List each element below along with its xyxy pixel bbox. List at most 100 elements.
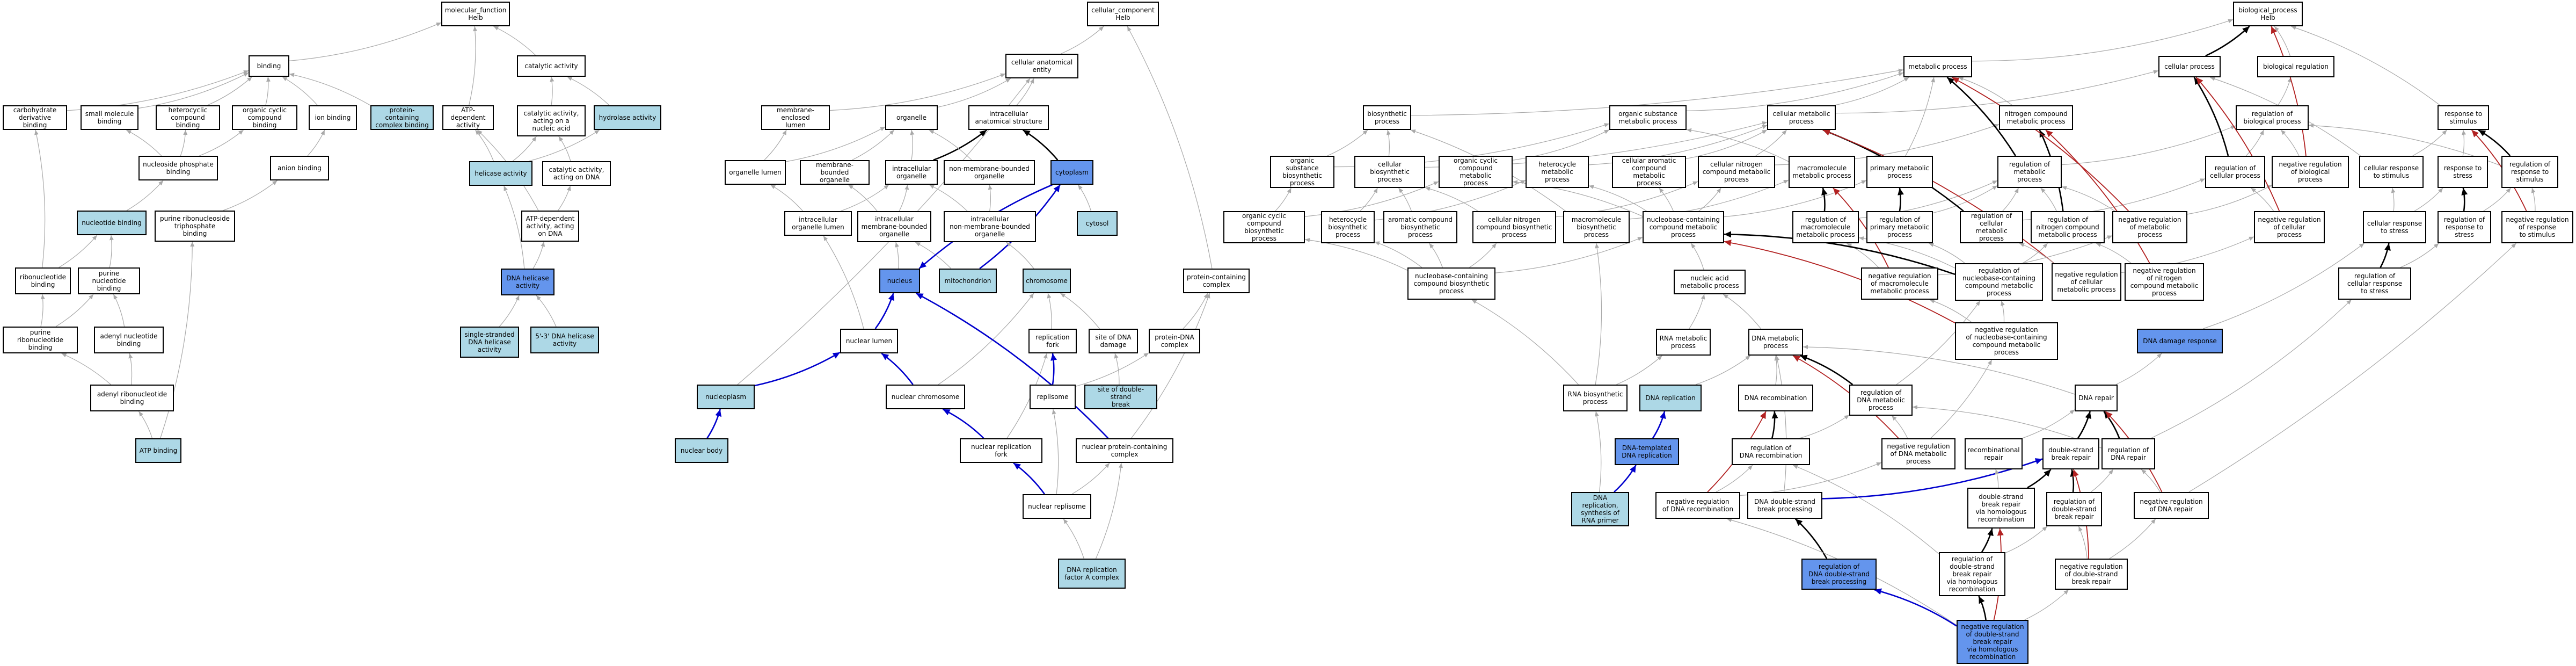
edge-intramem-to-membound bbox=[848, 184, 878, 212]
edge-nammp-to-nccmp bbox=[1690, 243, 1704, 270]
edge-regcrts-to-regrts bbox=[2400, 243, 2439, 268]
edge-nccmp-to-cncmp bbox=[1698, 187, 1721, 212]
edge-regnccmp-to-regncmp bbox=[2022, 243, 2048, 264]
edge-negnccmp-to-nccmp bbox=[1724, 240, 1955, 323]
edge-regmp-to-regbp bbox=[2061, 125, 2236, 165]
go-term-regmmp: regulation of macromolecule metabolic pr… bbox=[1792, 211, 1859, 243]
edge-nucleus-to-intramem bbox=[895, 242, 900, 269]
edge-mmp-to-osmp bbox=[1686, 128, 1789, 162]
go-term-drfa: DNA replication factor A complex bbox=[1058, 559, 1126, 589]
go-term-catnuc: catalytic activity, acting on a nucleic … bbox=[517, 105, 586, 136]
edge-intramem-to-intraorg bbox=[899, 184, 909, 212]
edge-purribo-to-purnuc bbox=[55, 294, 94, 327]
edge-dtdr-to-dnarepl bbox=[1652, 411, 1666, 439]
go-term-intramem: intracellular membrane-bounded organelle bbox=[857, 211, 931, 242]
edge-adenribo-to-adenyl bbox=[128, 353, 133, 385]
go-term-helic: helicase activity bbox=[469, 161, 532, 186]
edge-replisome-to-repfork bbox=[1050, 353, 1057, 385]
edge-regrts-to-regrs bbox=[2483, 187, 2511, 212]
go-term-dtdr: DNA-templated DNA replication bbox=[1615, 438, 1679, 465]
edge-nucphos-to-hetero bbox=[180, 129, 188, 156]
edge-nuclum-to-intralum bbox=[823, 235, 864, 329]
edge-negdsbr-to-regdsbr bbox=[2078, 526, 2088, 559]
go-term-cmp: cellular metabolic process bbox=[1767, 105, 1836, 130]
edge-crs-to-respstim bbox=[2412, 129, 2447, 156]
go-term-hmp: heterocycle metabolic process bbox=[1526, 156, 1589, 188]
edge-rnabp-to-nccbp bbox=[1471, 299, 1579, 385]
edge-ocbp-to-osbp bbox=[1275, 187, 1291, 212]
go-term-adenribo: adenyl ribonucleotide binding bbox=[90, 385, 174, 411]
edge-mito-to-intramem bbox=[915, 242, 952, 269]
edge-protcx-to-cc bbox=[1127, 26, 1213, 269]
edge-negdnarepair-to-regdnarepair bbox=[2141, 469, 2161, 493]
go-term-sitedam: site of DNA damage bbox=[1089, 329, 1138, 353]
edge-negdnarepair-to-negrs bbox=[2188, 243, 2516, 493]
edge-regcp-to-cellproc bbox=[2193, 77, 2229, 156]
go-term-regrts: regulation of response to stress bbox=[2438, 211, 2491, 243]
go-term-adenyl: adenyl nucleotide binding bbox=[94, 327, 164, 353]
edge-nccbp-to-acbp bbox=[1429, 243, 1443, 268]
edge-osbp-to-biosyn bbox=[1327, 129, 1368, 156]
edge-nucbody-to-nucleopl bbox=[706, 409, 722, 439]
go-term-nucrepl: nuclear replisome bbox=[1023, 494, 1091, 519]
go-term-biosyn: biosynthetic process bbox=[1363, 105, 1411, 130]
go-term-protdna: protein-DNA complex bbox=[1149, 329, 1200, 353]
edge-hetero-to-bind bbox=[207, 76, 252, 106]
go-term-rnamp: RNA metabolic process bbox=[1656, 329, 1711, 356]
edge-siteDSB-to-siteDam bbox=[1114, 353, 1120, 385]
edge-rnamp-to-nammp bbox=[1689, 294, 1705, 329]
edge-cncbp-to-cbp bbox=[1425, 186, 1478, 212]
edge-regmp-to-metab bbox=[1946, 77, 2016, 156]
edge-negdsbrhr-to-regdsbrhr bbox=[1978, 596, 1987, 620]
edge-atpb-to-purntp bbox=[160, 241, 195, 439]
edge-nccbp-to-hbp bbox=[1374, 241, 1422, 268]
go-term-regdsbp: regulation of DNA double-strand break pr… bbox=[1801, 559, 1877, 590]
edge-nuclum-to-nucleus bbox=[874, 293, 895, 329]
go-term-regmp: regulation of metabolic process bbox=[1997, 156, 2062, 188]
edge-negregdnamp-to-negnccmp bbox=[1930, 359, 1993, 439]
edge-orglum-to-memlum bbox=[764, 129, 787, 161]
go-term-mbp: macromolecule biosynthetic process bbox=[1563, 211, 1630, 243]
edge-negdsbrhr-to-regdsbp bbox=[1874, 588, 1957, 627]
go-term-camp: cellular aromatic compound metabolic pro… bbox=[1612, 156, 1686, 188]
go-term-ddr: DNA damage response bbox=[2137, 329, 2223, 353]
edge-regrs-to-respstim bbox=[2478, 129, 2511, 156]
edge-cyto-to-ias bbox=[1022, 129, 1059, 161]
edge-negncmp-to-ncmp bbox=[2045, 129, 2150, 264]
edge-repfork-to-chrom bbox=[1047, 293, 1052, 329]
go-term-cc: cellular_component Helb bbox=[1087, 2, 1159, 26]
edge-siteDam-to-chrom bbox=[1060, 293, 1100, 329]
edge-respstim-to-bp bbox=[2291, 26, 2440, 106]
edge-cytosol-to-cyto bbox=[1077, 184, 1092, 212]
edge-regnccmp-to-regpmp bbox=[1929, 243, 1965, 264]
edge-negnccmp-to-negmmp bbox=[1929, 299, 1972, 323]
go-term-cae: cellular anatomical entity bbox=[1005, 54, 1078, 78]
go-term-rts: response to stress bbox=[2438, 156, 2488, 188]
edge-dnareplsynth-to-dtdr bbox=[1614, 465, 1637, 493]
edge-ion-to-bind bbox=[282, 76, 318, 106]
go-term-regpmp: regulation of primary metabolic process bbox=[1866, 211, 1933, 243]
go-term-ocbp: organic cyclic compound biosynthetic pro… bbox=[1223, 211, 1305, 243]
edge-ncmp-to-metab bbox=[1958, 77, 2013, 106]
edge-purntp-to-anion bbox=[223, 180, 278, 211]
go-term-recrepair: recombinational repair bbox=[1965, 438, 2023, 469]
edge-negdsbrhr-to-negdsbr bbox=[2024, 589, 2069, 620]
edge-drfa-to-nucrepl bbox=[1063, 518, 1084, 559]
go-term-dnahel: DNA helicase activity bbox=[501, 269, 554, 295]
edge-dsbrhr-to-dsbr bbox=[2027, 469, 2052, 489]
edge-regpmp-to-regmp bbox=[1932, 185, 1998, 214]
edge-regcmp-to-regmp bbox=[2002, 187, 2019, 212]
go-term-ncmp: nitrogen compound metabolic process bbox=[1999, 105, 2073, 130]
edge-nucphos-to-orgcyc bbox=[199, 129, 244, 156]
edge-regdnarecomb-to-regdnamp bbox=[1799, 415, 1850, 439]
edge-rnabp-to-rnamp bbox=[1616, 355, 1662, 385]
go-term-protcont: protein-containing complex binding bbox=[370, 105, 434, 130]
go-term-nucchr: nuclear chromosome bbox=[886, 385, 965, 409]
go-term-replisome: replisome bbox=[1030, 385, 1076, 409]
go-term-regdsbr: regulation of double-strand break repair bbox=[2046, 492, 2102, 526]
go-term-regbp: regulation of biological process bbox=[2236, 105, 2309, 130]
edge-atpdep-to-mf bbox=[469, 26, 478, 106]
edge-negdnarecomb-to-regdnarecomb bbox=[1716, 465, 1753, 493]
edge-negcp-to-regcp bbox=[2251, 187, 2274, 212]
